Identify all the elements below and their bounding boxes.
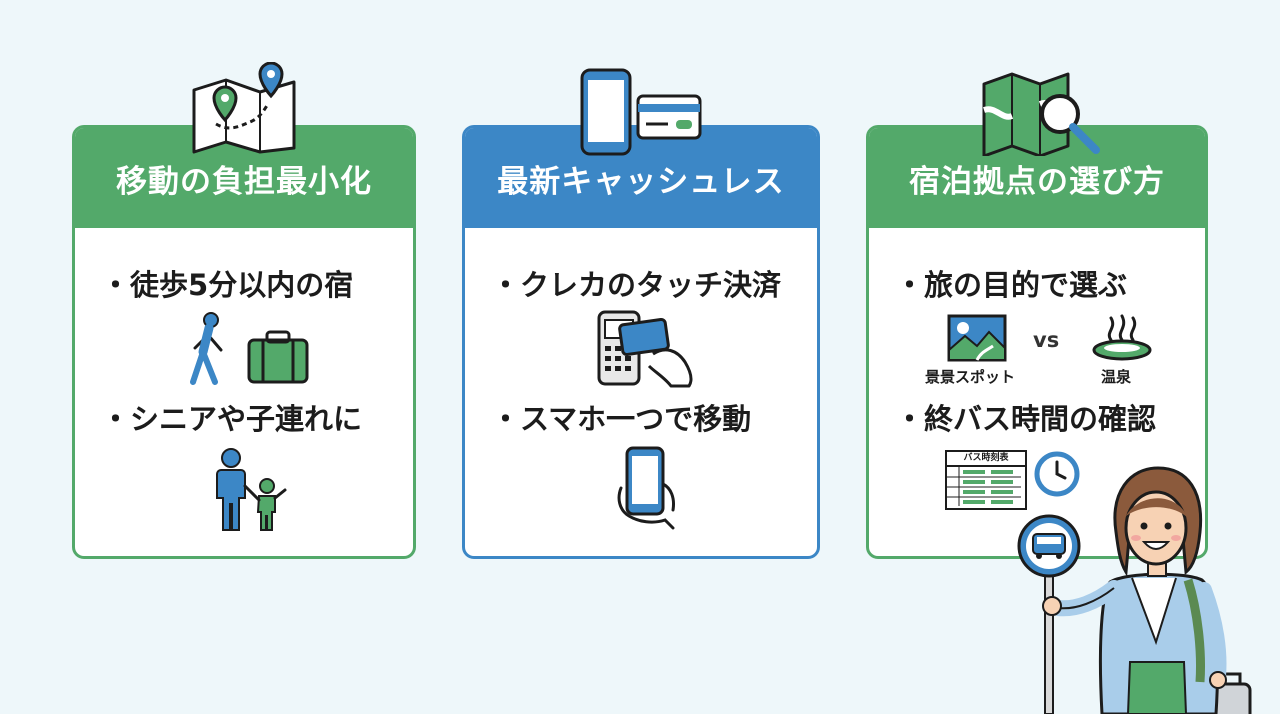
bullet-senior-kids: シニアや子連れに: [101, 396, 362, 438]
bullet-walk-5min: 徒歩5分以内の宿: [101, 262, 353, 304]
parent-child-icon: [216, 448, 287, 531]
scenery-picture-icon: [947, 314, 1007, 362]
timetable-grid: [947, 467, 1021, 506]
bus-timetable-icon: バス時刻表: [945, 450, 1027, 510]
payment-terminal-icon: [597, 310, 693, 388]
map-route-icon: [192, 62, 296, 154]
hot-spring-icon: [1092, 314, 1152, 361]
card-cashless: 最新キャッシュレス クレカのタッチ決済 スマホ一つで移動: [462, 125, 820, 559]
compare-vs: vs: [1033, 328, 1060, 352]
woman-at-bus-stop-illustration: [1017, 466, 1252, 714]
bullet-contactless-card: クレカのタッチ決済: [491, 262, 781, 304]
bullet-smartphone-move: スマホ一つで移動: [491, 396, 751, 438]
bus-stop-sign-icon: [1017, 514, 1081, 714]
compare-right-label: 温泉: [1101, 368, 1132, 386]
card-header: 最新キャッシュレス: [465, 128, 817, 228]
compare-left-label: 景景スポット: [925, 368, 1016, 386]
smartphone-card-icon: [580, 68, 702, 156]
walking-person-luggage-icon: [190, 312, 309, 385]
map-search-icon: [982, 72, 1100, 156]
bullet-last-bus-check: 終バス時間の確認: [895, 396, 1156, 438]
bullet-choose-by-purpose: 旅の目的で選ぶ: [895, 262, 1127, 304]
clock-icon: [1034, 451, 1080, 497]
hand-smartphone-icon: [617, 446, 675, 530]
timetable-title: バス時刻表: [947, 452, 1025, 467]
card-move-burden: 移動の負担最小化 徒歩5分以内の宿 シニアや子連れに: [72, 125, 416, 559]
